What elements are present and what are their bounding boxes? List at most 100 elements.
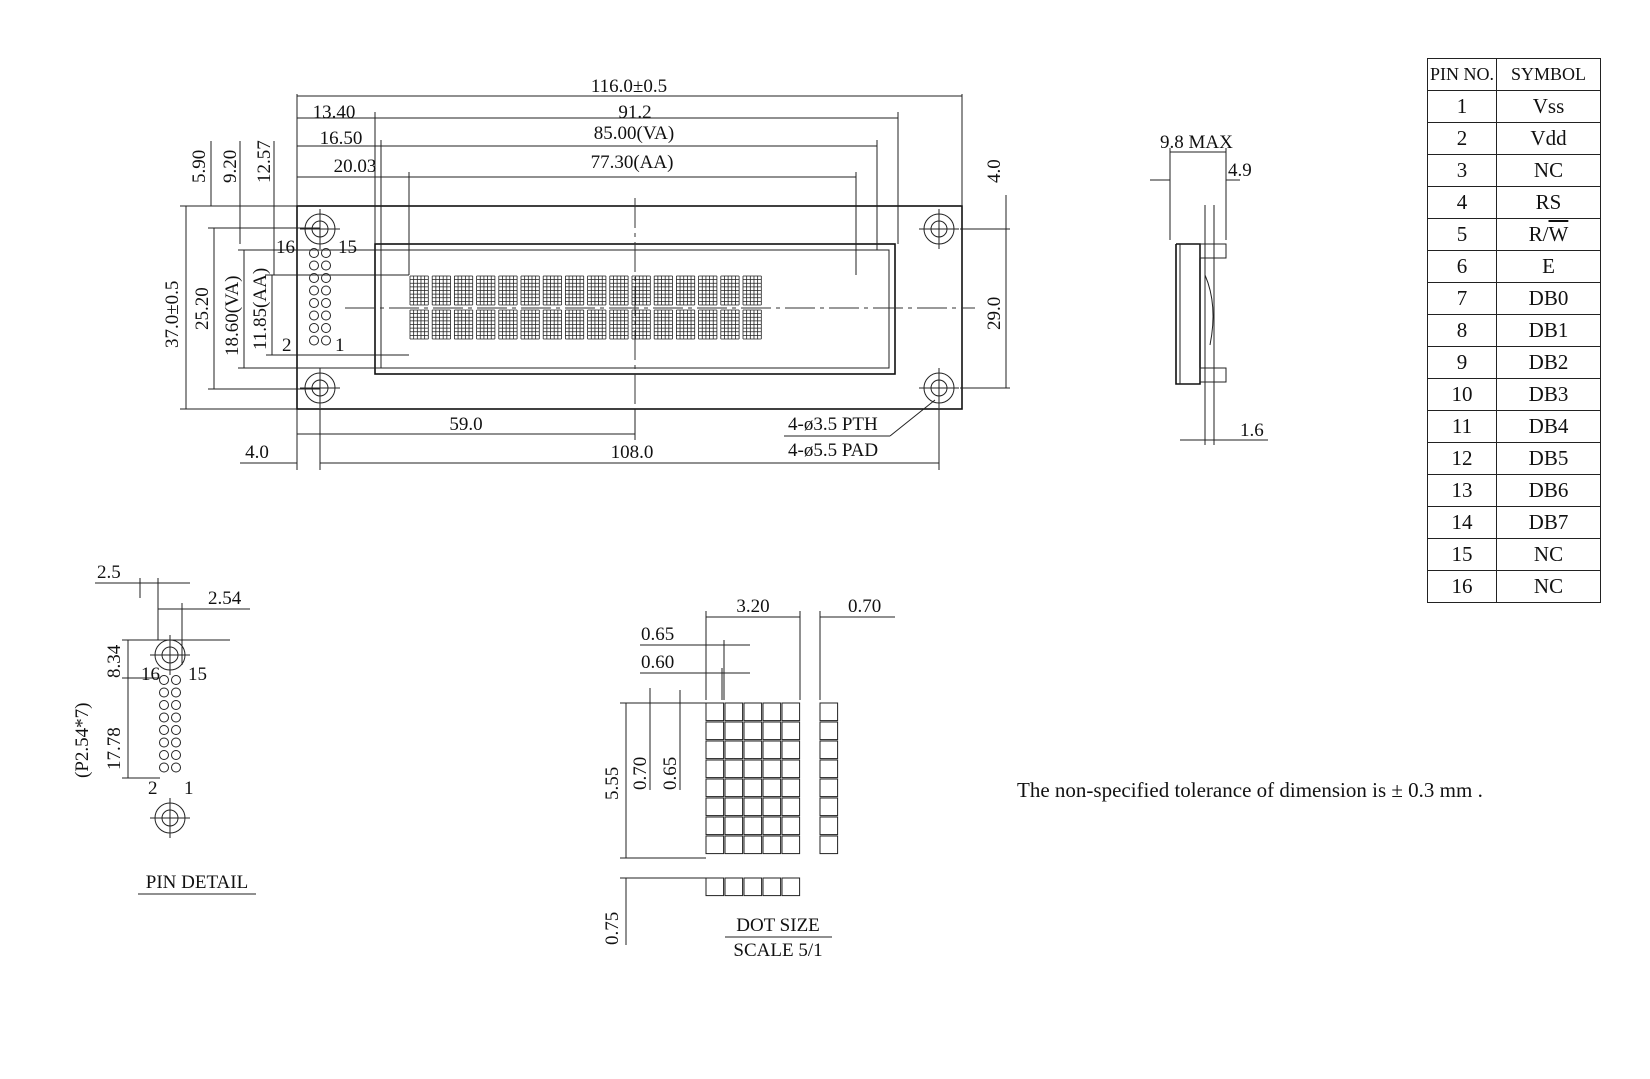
dot-cell	[705, 835, 725, 855]
character-cell	[409, 275, 429, 306]
character-cell	[431, 309, 451, 340]
character-cell	[520, 275, 540, 306]
connector-pin	[309, 310, 319, 321]
dim-va-width: 85.00(VA)	[594, 123, 674, 144]
character-cell	[609, 309, 629, 340]
character-cell	[476, 275, 496, 306]
character-cell	[409, 309, 429, 340]
dot-cell-adjacent	[819, 759, 839, 779]
dot-cell	[724, 778, 744, 798]
dot-cell	[724, 759, 744, 779]
dot-cell	[724, 835, 744, 855]
character-cell	[698, 275, 718, 306]
dot-cell-adjacent	[819, 721, 839, 741]
pd-pin-1-label: 1	[184, 778, 194, 799]
dim-59-0: 59.0	[449, 414, 482, 435]
pd-connector-pin	[159, 762, 169, 773]
dot-cell	[724, 721, 744, 741]
dot-cell-adjacent	[819, 816, 839, 836]
character-cell	[453, 309, 474, 340]
pd-connector-pin	[159, 712, 169, 723]
connector-pin	[309, 298, 319, 308]
front-pin-2-label: 2	[282, 335, 292, 356]
pin-number-cell: 14	[1427, 506, 1497, 539]
pd-connector-pin	[171, 725, 181, 735]
hole-pth-label: 4-ø3.5 PTH	[788, 414, 878, 435]
character-cell	[542, 275, 562, 306]
character-cell	[498, 309, 518, 340]
dim-4-0-left: 4.0	[245, 442, 269, 463]
character-cell	[742, 275, 762, 306]
dot-cell-adjacent	[819, 740, 839, 760]
character-cell	[498, 275, 518, 306]
cursor-dot-cell	[705, 877, 725, 897]
front-pin-15-label: 15	[338, 237, 357, 258]
dot-cell	[762, 778, 782, 798]
dot-cell	[705, 740, 725, 760]
pin-symbol-cell: R/W	[1496, 218, 1601, 251]
dot-cell	[705, 702, 725, 722]
dot-cell	[743, 721, 763, 741]
pd-pitch: (P2.54*7)	[72, 703, 93, 778]
front-pin-16-label: 16	[276, 237, 295, 258]
dot-cell	[781, 835, 801, 855]
pin-symbol-cell: NC	[1496, 538, 1601, 571]
connector-pin	[321, 310, 331, 321]
connector-pin	[321, 285, 331, 296]
pd-connector-pin	[171, 750, 181, 760]
pin-number-cell: 1	[1427, 90, 1497, 123]
pin-symbol-cell: DB5	[1496, 442, 1601, 475]
pin-number-cell: 8	[1427, 314, 1497, 347]
pin-number-cell: 4	[1427, 186, 1497, 219]
character-cell	[742, 309, 762, 340]
cursor-dot-cell	[724, 877, 744, 897]
pd-connector-pin	[171, 737, 181, 748]
dot-cell	[724, 702, 744, 722]
pin-symbol-cell: DB0	[1496, 282, 1601, 315]
connector-pins	[309, 248, 331, 346]
pin-no-header: PIN NO.	[1427, 58, 1497, 91]
dim-12-57: 12.57	[254, 140, 275, 183]
character-cell	[609, 275, 629, 306]
pd-connector-pin	[171, 687, 181, 698]
connector-pin	[321, 260, 331, 271]
dot-cell	[743, 816, 763, 836]
pin-number-cell: 5	[1427, 218, 1497, 251]
dot-cell-adjacent	[819, 778, 839, 798]
dot-cell	[781, 721, 801, 741]
character-cell	[520, 309, 540, 340]
front-view: 116.0±0.5 13.40 91.2 16.50 85.00(VA) 20.…	[162, 76, 1010, 470]
character-cell	[698, 309, 718, 340]
connector-pin	[309, 285, 319, 296]
cursor-dot-cell	[762, 877, 782, 897]
pd-pin-15-label: 15	[188, 664, 207, 685]
symbol-header: SYMBOL	[1496, 58, 1601, 91]
pd-connector-pin	[159, 750, 169, 760]
character-cell	[453, 275, 474, 306]
pin-symbol-cell: NC	[1496, 154, 1601, 187]
pd-dim-2-5: 2.5	[97, 562, 121, 583]
mounting-hole-br	[919, 368, 959, 408]
pin-symbol-cell: NC	[1496, 570, 1601, 603]
pd-dim-2-54: 2.54	[208, 588, 242, 609]
dot-cell	[724, 740, 744, 760]
pin-symbol-cell: RS	[1496, 186, 1601, 219]
pd-connector-pin	[171, 712, 181, 723]
pd-pin-16-label: 16	[141, 664, 160, 685]
dot-dim-0-65-h: 0.65	[641, 624, 674, 645]
dot-cell	[781, 702, 801, 722]
pd-connector-pin	[159, 687, 169, 698]
dot-dim-0-70-top: 0.70	[848, 596, 881, 617]
character-cell	[631, 275, 651, 306]
character-cell	[565, 275, 585, 306]
pin-symbol-cell: Vss	[1496, 90, 1601, 123]
